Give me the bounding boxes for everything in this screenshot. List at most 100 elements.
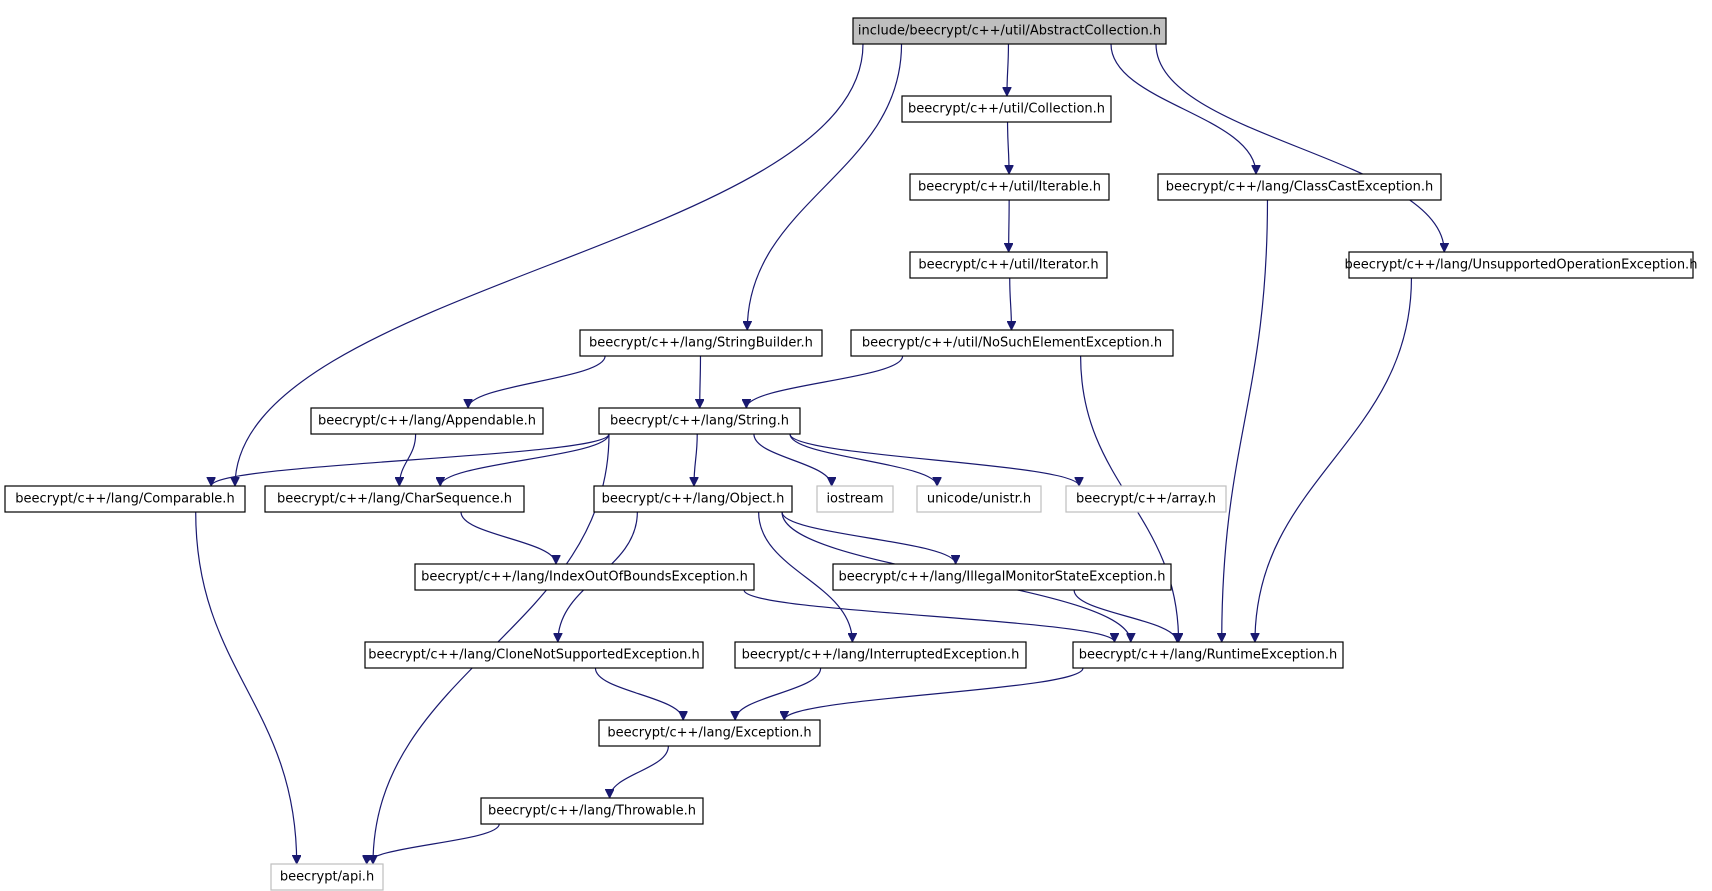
node-label: beecrypt/c++/lang/String.h xyxy=(610,414,789,429)
node-label: beecrypt/c++/lang/InterruptedException.h xyxy=(742,648,1020,663)
node-box xyxy=(270,863,384,891)
edge-object-to-interrupted xyxy=(758,511,853,642)
node-box xyxy=(414,563,755,591)
node-label: beecrypt/c++/lang/IllegalMonitorStateExc… xyxy=(839,570,1166,585)
edge-string-to-unistr xyxy=(789,433,937,487)
node-box xyxy=(264,485,525,513)
node-beecrypt-c-util-nosuchelementexception-h[interactable]: beecrypt/c++/util/NoSuchElementException… xyxy=(850,329,1174,357)
edge-sb-to-string xyxy=(700,355,701,408)
edge-clone-to-exception xyxy=(594,667,683,721)
edge-string-to-object xyxy=(694,433,697,486)
node-beecrypt-c-lang-indexoutofboundsexception-h[interactable]: beecrypt/c++/lang/IndexOutOfBoundsExcept… xyxy=(414,563,755,591)
node-beecrypt-c-lang-illegalmonitorstateexception-h[interactable]: beecrypt/c++/lang/IllegalMonitorStateExc… xyxy=(832,563,1172,591)
edge-coll-to-iterable xyxy=(1008,121,1010,174)
node-label: beecrypt/c++/lang/Comparable.h xyxy=(15,492,234,507)
node-box xyxy=(850,329,1174,357)
node-label: beecrypt/c++/lang/Object.h xyxy=(602,492,785,507)
node-beecrypt-c-lang-runtimeexception-h[interactable]: beecrypt/c++/lang/RuntimeException.h xyxy=(1072,641,1344,669)
edge-comparable-to-api xyxy=(195,511,297,864)
edge-string-to-charseq xyxy=(440,433,610,487)
edge-iterable-to-iterator xyxy=(1009,199,1010,252)
node-label: beecrypt/c++/util/Iterator.h xyxy=(918,258,1098,273)
node-label: unicode/unistr.h xyxy=(927,492,1031,507)
node-box xyxy=(310,407,544,435)
node-beecrypt-api-h[interactable]: beecrypt/api.h xyxy=(270,863,384,891)
edge-sb-to-appendable xyxy=(468,355,606,409)
node-beecrypt-c-lang-object-h[interactable]: beecrypt/c++/lang/Object.h xyxy=(593,485,793,513)
node-beecrypt-c-lang-throwable-h[interactable]: beecrypt/c++/lang/Throwable.h xyxy=(480,797,704,825)
edge-nosuch-to-string xyxy=(746,355,904,409)
node-label: beecrypt/c++/lang/Throwable.h xyxy=(488,804,696,819)
node-box xyxy=(901,95,1112,123)
edge-classcast-to-runtime xyxy=(1222,199,1269,642)
node-label: beecrypt/c++/lang/ClassCastException.h xyxy=(1166,180,1433,195)
node-label: beecrypt/c++/lang/Appendable.h xyxy=(318,414,536,429)
node-box xyxy=(579,329,823,357)
edge-string-to-comparable xyxy=(211,433,610,487)
edge-illegal-to-runtime xyxy=(1073,589,1177,643)
node-beecrypt-c-lang-comparable-h[interactable]: beecrypt/c++/lang/Comparable.h xyxy=(4,485,246,513)
edge-ac-to-comparable xyxy=(235,43,864,486)
edge-exception-to-throwable xyxy=(610,745,669,799)
edge-ac-to-sb xyxy=(747,43,903,330)
edge-ac-to-unsupported xyxy=(1155,43,1444,252)
node-box xyxy=(1157,173,1442,201)
node-box xyxy=(1065,485,1227,513)
edge-ac-to-classcast xyxy=(1110,43,1256,174)
edge-string-to-iostream xyxy=(753,433,832,487)
node-beecrypt-c-lang-unsupportedoperationexception-h[interactable]: beecrypt/c++/lang/UnsupportedOperationEx… xyxy=(1345,251,1698,279)
node-label: beecrypt/api.h xyxy=(280,870,374,885)
node-beecrypt-c-util-collection-h[interactable]: beecrypt/c++/util/Collection.h xyxy=(901,95,1112,123)
node-box xyxy=(4,485,246,513)
node-label: beecrypt/c++/array.h xyxy=(1076,492,1216,507)
node-beecrypt-c-lang-appendable-h[interactable]: beecrypt/c++/lang/Appendable.h xyxy=(310,407,544,435)
node-box xyxy=(480,797,704,825)
node-box xyxy=(816,485,894,513)
edge-ac-to-coll xyxy=(1007,43,1009,96)
node-box xyxy=(598,719,821,747)
node-label: beecrypt/c++/util/Iterable.h xyxy=(918,180,1101,195)
node-box xyxy=(598,407,801,435)
node-box xyxy=(909,173,1110,201)
edge-unsupported-to-runtime xyxy=(1255,277,1413,642)
node-unicode-unistr-h[interactable]: unicode/unistr.h xyxy=(916,485,1042,513)
node-box xyxy=(364,641,704,669)
node-beecrypt-c-lang-charsequence-h[interactable]: beecrypt/c++/lang/CharSequence.h xyxy=(264,485,525,513)
node-beecrypt-c-array-h[interactable]: beecrypt/c++/array.h xyxy=(1065,485,1227,513)
node-beecrypt-c-lang-interruptedexception-h[interactable]: beecrypt/c++/lang/InterruptedException.h xyxy=(734,641,1027,669)
node-iostream[interactable]: iostream xyxy=(816,485,894,513)
node-label: beecrypt/c++/util/NoSuchElementException… xyxy=(862,336,1162,351)
node-label: beecrypt/c++/lang/RuntimeException.h xyxy=(1079,648,1338,663)
node-beecrypt-c-lang-exception-h[interactable]: beecrypt/c++/lang/Exception.h xyxy=(598,719,821,747)
nodes-layer: include/beecrypt/c++/util/AbstractCollec… xyxy=(4,17,1698,891)
node-label: beecrypt/c++/lang/StringBuilder.h xyxy=(589,336,813,351)
edge-iterator-to-nosuch xyxy=(1010,277,1012,330)
node-label: beecrypt/c++/lang/CloneNotSupportedExcep… xyxy=(368,648,700,663)
node-include-beecrypt-c-util-abstractcollection-h[interactable]: include/beecrypt/c++/util/AbstractCollec… xyxy=(852,17,1167,45)
node-label: iostream xyxy=(826,492,883,507)
node-label: beecrypt/c++/util/Collection.h xyxy=(908,102,1105,117)
node-beecrypt-c-lang-clonenotsupportedexception-h[interactable]: beecrypt/c++/lang/CloneNotSupportedExcep… xyxy=(364,641,704,669)
node-box xyxy=(832,563,1172,591)
edge-throwable-to-api xyxy=(367,823,500,865)
edge-object-to-illegal xyxy=(781,511,956,565)
node-box xyxy=(593,485,793,513)
node-beecrypt-c-lang-string-h[interactable]: beecrypt/c++/lang/String.h xyxy=(598,407,801,435)
edge-ioob-to-runtime xyxy=(743,589,1114,643)
edge-charseq-to-ioob xyxy=(460,511,556,565)
edge-string-to-array xyxy=(789,433,1079,487)
node-beecrypt-c-util-iterable-h[interactable]: beecrypt/c++/util/Iterable.h xyxy=(909,173,1110,201)
node-box xyxy=(852,17,1167,45)
node-box xyxy=(1348,251,1694,279)
node-box xyxy=(1072,641,1344,669)
node-beecrypt-c-lang-stringbuilder-h[interactable]: beecrypt/c++/lang/StringBuilder.h xyxy=(579,329,823,357)
node-label: beecrypt/c++/lang/Exception.h xyxy=(607,726,811,741)
node-beecrypt-c-lang-classcastexception-h[interactable]: beecrypt/c++/lang/ClassCastException.h xyxy=(1157,173,1442,201)
node-box xyxy=(734,641,1027,669)
node-box xyxy=(909,251,1108,279)
node-beecrypt-c-util-iterator-h[interactable]: beecrypt/c++/util/Iterator.h xyxy=(909,251,1108,279)
node-label: beecrypt/c++/lang/CharSequence.h xyxy=(277,492,512,507)
edge-runtime-to-exception xyxy=(784,667,1084,721)
node-label: include/beecrypt/c++/util/AbstractCollec… xyxy=(858,24,1161,39)
